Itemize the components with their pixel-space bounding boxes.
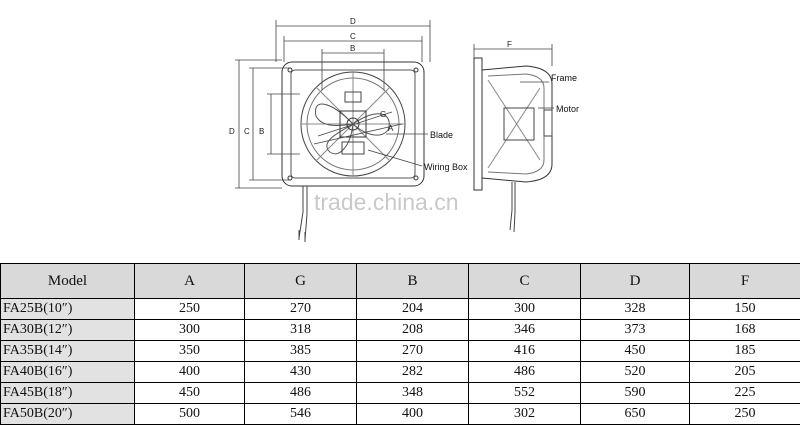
cell-a: 300 (135, 320, 245, 341)
cell-g: 546 (245, 404, 357, 425)
table-row: FA35B(14″) 350 385 270 416 450 185 (1, 341, 800, 362)
header-c: C (469, 264, 581, 299)
cell-d: 450 (581, 341, 690, 362)
callout-motor: Motor (556, 104, 579, 114)
front-wires (299, 186, 307, 242)
cell-c: 552 (469, 383, 581, 404)
cell-c: 486 (469, 362, 581, 383)
cell-b: 204 (357, 299, 469, 320)
cell-model: FA30B(12″) (1, 320, 135, 341)
cell-f: 168 (690, 320, 800, 341)
callout-wiring-box: Wiring Box (424, 162, 468, 172)
cell-d: 520 (581, 362, 690, 383)
header-g: G (245, 264, 357, 299)
cell-a: 350 (135, 341, 245, 362)
cell-f: 225 (690, 383, 800, 404)
front-vertical-dimensions (235, 60, 300, 188)
dim-label-d-top: D (350, 17, 356, 26)
side-dimension (474, 44, 552, 66)
cell-g: 430 (245, 362, 357, 383)
dim-label-a: A (388, 124, 394, 133)
cell-model: FA35B(14″) (1, 341, 135, 362)
cell-d: 590 (581, 383, 690, 404)
dim-label-c-left: C (244, 127, 250, 136)
header-model: Model (1, 264, 135, 299)
cell-b: 400 (357, 404, 469, 425)
cell-a: 400 (135, 362, 245, 383)
cell-c: 416 (469, 341, 581, 362)
cell-f: 185 (690, 341, 800, 362)
cell-b: 270 (357, 341, 469, 362)
cell-g: 486 (245, 383, 357, 404)
cell-d: 373 (581, 320, 690, 341)
dim-label-c-top: C (350, 32, 356, 41)
side-view (474, 58, 552, 190)
cell-c: 300 (469, 299, 581, 320)
cell-f: 205 (690, 362, 800, 383)
cell-a: 250 (135, 299, 245, 320)
side-motor (504, 108, 534, 140)
callout-blade: Blade (430, 130, 453, 140)
cell-a: 450 (135, 383, 245, 404)
cell-model: FA50B(20″) (1, 404, 135, 425)
table-header-row: Model A G B C D F (1, 264, 800, 299)
dim-label-b-left: B (259, 127, 264, 136)
header-d: D (581, 264, 690, 299)
cell-d: 650 (581, 404, 690, 425)
table-row: FA30B(12″) 300 318 208 346 373 168 (1, 320, 800, 341)
dim-label-d-left: D (229, 127, 235, 136)
cell-d: 328 (581, 299, 690, 320)
cell-model: FA25B(10″) (1, 299, 135, 320)
front-view (282, 62, 424, 186)
cell-a: 500 (135, 404, 245, 425)
cell-model: FA45B(18″) (1, 383, 135, 404)
header-b: B (357, 264, 469, 299)
cell-f: 250 (690, 404, 800, 425)
table-row: FA50B(20″) 500 546 400 302 650 250 (1, 404, 800, 425)
table-row: FA40B(16″) 400 430 282 486 520 205 (1, 362, 800, 383)
cell-model: FA40B(16″) (1, 362, 135, 383)
cell-g: 385 (245, 341, 357, 362)
cell-c: 302 (469, 404, 581, 425)
cell-b: 282 (357, 362, 469, 383)
cell-g: 318 (245, 320, 357, 341)
side-wires (510, 182, 515, 232)
fan-technical-drawing: D C B D C B G A Blade Wiring Box (0, 0, 800, 262)
dim-label-g: G (380, 110, 386, 119)
cell-c: 346 (469, 320, 581, 341)
cell-b: 208 (357, 320, 469, 341)
header-a: A (135, 264, 245, 299)
dim-label-b-top: B (350, 44, 355, 53)
cell-g: 270 (245, 299, 357, 320)
watermark: trade.china.cn (314, 189, 458, 215)
cell-b: 348 (357, 383, 469, 404)
side-frame-plate (474, 58, 482, 190)
cell-f: 150 (690, 299, 800, 320)
dim-label-f: F (507, 40, 512, 49)
callout-frame: Frame (551, 73, 577, 83)
table-row: FA25B(10″) 250 270 204 300 328 150 (1, 299, 800, 320)
header-f: F (690, 264, 800, 299)
spec-table: Model A G B C D F FA25B(10″) 250 270 204… (0, 263, 800, 425)
table-row: FA45B(18″) 450 486 348 552 590 225 (1, 383, 800, 404)
